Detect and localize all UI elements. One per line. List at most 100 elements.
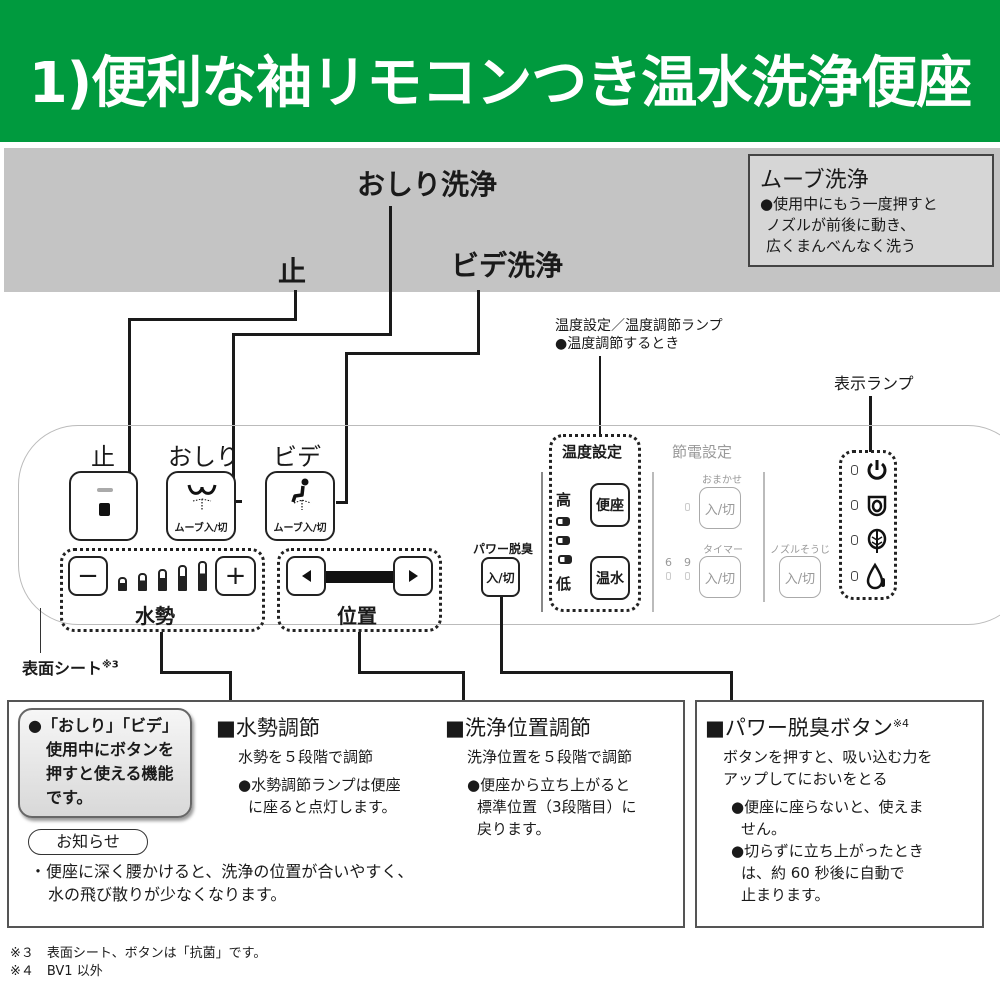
temp-high-label: 高 <box>556 491 572 509</box>
header-bar <box>0 0 1000 142</box>
leader-line <box>462 671 465 713</box>
leader-line <box>128 318 297 321</box>
callout-bidet-wash: ビデ洗浄 <box>451 249 564 282</box>
feature-note-line: ●「おしり」「ビデ」 <box>28 716 178 735</box>
oshiri-label: おしり <box>168 443 240 471</box>
wash-position-note: 戻ります。 <box>477 820 551 838</box>
feature-note-badge: ●「おしり」「ビデ」 使用中にボタンを 押すと使える機能 です。 <box>18 708 192 818</box>
leader-line <box>345 352 480 355</box>
move-wash-note: ムーブ洗浄 ●使用中にもう一度押すと ノズルが前後に動き、 広くまんべんなく洗う <box>748 154 994 267</box>
temp-level-lamp <box>556 536 570 545</box>
power-deodorize-note: は、約 60 秒後に自動で <box>741 864 905 882</box>
move-wash-title: ムーブ洗浄 <box>760 168 869 193</box>
position-back-button[interactable] <box>286 556 326 596</box>
stop-label: 止 <box>91 443 115 471</box>
auto-saving-button[interactable]: 入/切 <box>699 487 741 529</box>
leader-line <box>500 597 503 674</box>
power-deodorize-note: ●切らずに立ち上がったとき <box>731 842 924 860</box>
timer-6-lamp <box>666 572 671 580</box>
surface-sheet-note: ※3 <box>102 659 119 671</box>
water-pressure-group <box>60 548 265 632</box>
power-deodorize-note-mark: ※4 <box>892 717 910 730</box>
water-temp-button[interactable]: 温水 <box>590 556 630 600</box>
wash-position-heading: ■洗浄位置調節 <box>445 716 591 740</box>
timer-button[interactable]: 入/切 <box>699 556 741 598</box>
callout-stop: 止 <box>278 255 307 288</box>
callout-temp-setting-note: ●温度調節するとき <box>555 336 680 352</box>
wash-position-desc: 洗浄位置を５段階で調節 <box>467 748 633 766</box>
stop-button[interactable] <box>69 471 138 541</box>
separator <box>763 472 765 602</box>
position-group <box>277 548 442 632</box>
wash-position-section: ■洗浄位置調節 洗浄位置を５段階で調節 ●便座から立ち上がると 標準位置（3段階… <box>445 712 637 840</box>
move-toggle-label: ムーブ入/切 <box>273 523 327 534</box>
move-wash-line: ●使用中にもう一度押すと <box>760 195 938 213</box>
leader-line <box>358 671 465 674</box>
leader-line <box>869 396 872 452</box>
oshiri-icon <box>187 484 217 510</box>
water-level-lamp <box>158 569 167 591</box>
leader-line <box>477 290 480 355</box>
notice-line: ・便座に深く腰かけると、洗浄の位置が合いやすく、 <box>30 862 414 881</box>
power-deodorize-note: 止まります。 <box>741 886 830 904</box>
leader-line <box>160 671 232 674</box>
power-saving-title: 節電設定 <box>672 443 733 461</box>
footnote: ※４ BV1 以外 <box>10 964 103 979</box>
stop-lamp <box>97 488 113 492</box>
seat-icon <box>867 495 887 517</box>
temp-setting-group <box>549 434 641 612</box>
water-pressure-plus-button[interactable]: + <box>215 556 256 596</box>
stop-icon <box>99 503 110 516</box>
notice-label: お知らせ <box>28 829 148 855</box>
indicator-lamp <box>851 500 858 510</box>
water-pressure-minus-button[interactable]: − <box>68 556 108 596</box>
notice-line: 水の飛び散りが少なくなります。 <box>48 885 287 904</box>
position-forward-button[interactable] <box>393 556 433 596</box>
bidet-button[interactable]: ムーブ入/切 <box>265 471 335 541</box>
callout-temp-setting: 温度設定／温度調節ランプ <box>555 318 723 334</box>
power-deodorize-section: ■パワー脱臭ボタン※4 ボタンを押すと、吸い込む力を アップしてにおいをとる ●… <box>705 712 932 906</box>
nozzle-clean-label: ノズルそうじ <box>770 545 830 556</box>
power-deodorize-desc: アップしてにおいをとる <box>723 770 888 788</box>
power-deodorize-note: せん。 <box>741 820 787 838</box>
wash-position-note: 標準位置（3段階目）に <box>477 798 637 816</box>
feature-note-line: 使用中にボタンを <box>46 740 175 759</box>
move-wash-line: 広くまんべんなく洗う <box>766 237 917 255</box>
temp-level-lamp <box>556 517 570 526</box>
feature-note-line: です。 <box>46 788 93 807</box>
water-pressure-heading: ■水勢調節 <box>216 716 320 740</box>
nozzle-clean-button[interactable]: 入/切 <box>779 556 821 598</box>
info-box-right <box>695 700 984 928</box>
move-wash-line: ノズルが前後に動き、 <box>766 216 915 234</box>
leader-line <box>232 333 235 503</box>
power-deodorize-desc: ボタンを押すと、吸い込む力を <box>723 748 933 766</box>
leader-line <box>730 671 733 713</box>
move-toggle-label: ムーブ入/切 <box>174 523 228 534</box>
bidet-label: ビデ <box>273 443 321 471</box>
power-deodorize-label: パワー脱臭 <box>473 542 534 556</box>
indicator-lamp-group <box>839 450 897 600</box>
triangle-left-icon <box>301 570 311 582</box>
power-icon <box>867 460 887 480</box>
temp-low-label: 低 <box>556 575 572 593</box>
callout-indicator-lamp: 表示ランプ <box>834 374 914 393</box>
power-deodorize-button[interactable]: 入/切 <box>481 557 520 597</box>
seat-temp-button[interactable]: 便座 <box>590 483 630 527</box>
indicator-lamp <box>851 465 858 475</box>
page-title: 1)便利な袖リモコンつき温水洗浄便座 <box>28 51 973 116</box>
position-label: 位置 <box>337 604 377 628</box>
indicator-lamp <box>851 571 858 581</box>
water-level-lamp <box>138 573 147 591</box>
surface-sheet-text: 表面シート <box>22 659 103 678</box>
oshiri-button[interactable]: ムーブ入/切 <box>166 471 236 541</box>
remote-panel <box>18 425 1000 625</box>
leaf-icon <box>867 528 887 553</box>
triangle-right-icon <box>408 570 418 582</box>
feature-note-line: 押すと使える機能 <box>46 764 174 783</box>
footnote: ※３ 表面シート、ボタンは「抗菌」です。 <box>10 946 267 961</box>
leader-line <box>229 671 232 713</box>
water-pressure-note: ●水勢調節ランプは便座 <box>238 776 401 794</box>
wash-position-note: ●便座から立ち上がると <box>467 776 631 794</box>
water-level-lamp <box>198 561 207 591</box>
leader-line <box>128 318 131 500</box>
